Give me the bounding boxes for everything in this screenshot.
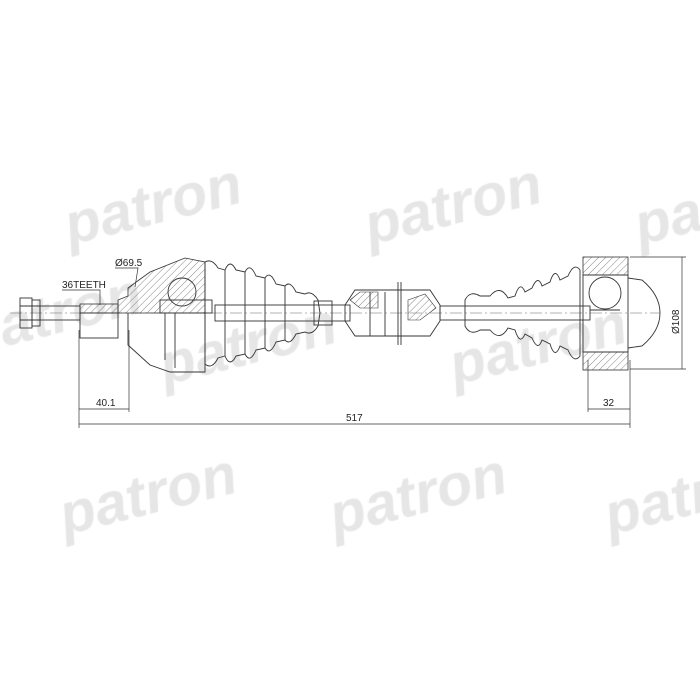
outer-boot — [204, 260, 321, 367]
vibration-damper — [344, 282, 441, 345]
dimension-lines — [62, 256, 686, 428]
joint-diameter-label: Ø69.5 — [115, 258, 143, 269]
shaft-right — [439, 305, 591, 321]
teeth-label: 36TEETH — [62, 280, 106, 291]
shaft-left — [214, 304, 351, 322]
total-length-label: 517 — [346, 413, 363, 424]
boot-ribs — [224, 270, 286, 356]
outer-cv-joint — [117, 257, 213, 373]
spline — [79, 303, 119, 339]
right-length-label: 32 — [603, 398, 615, 409]
inner-diameter-label: Ø108 — [671, 309, 682, 334]
left-length-label: 40.1 — [96, 398, 116, 409]
inner-tripod-joint — [582, 256, 661, 371]
inner-boot — [464, 266, 581, 360]
clamp — [313, 300, 333, 326]
